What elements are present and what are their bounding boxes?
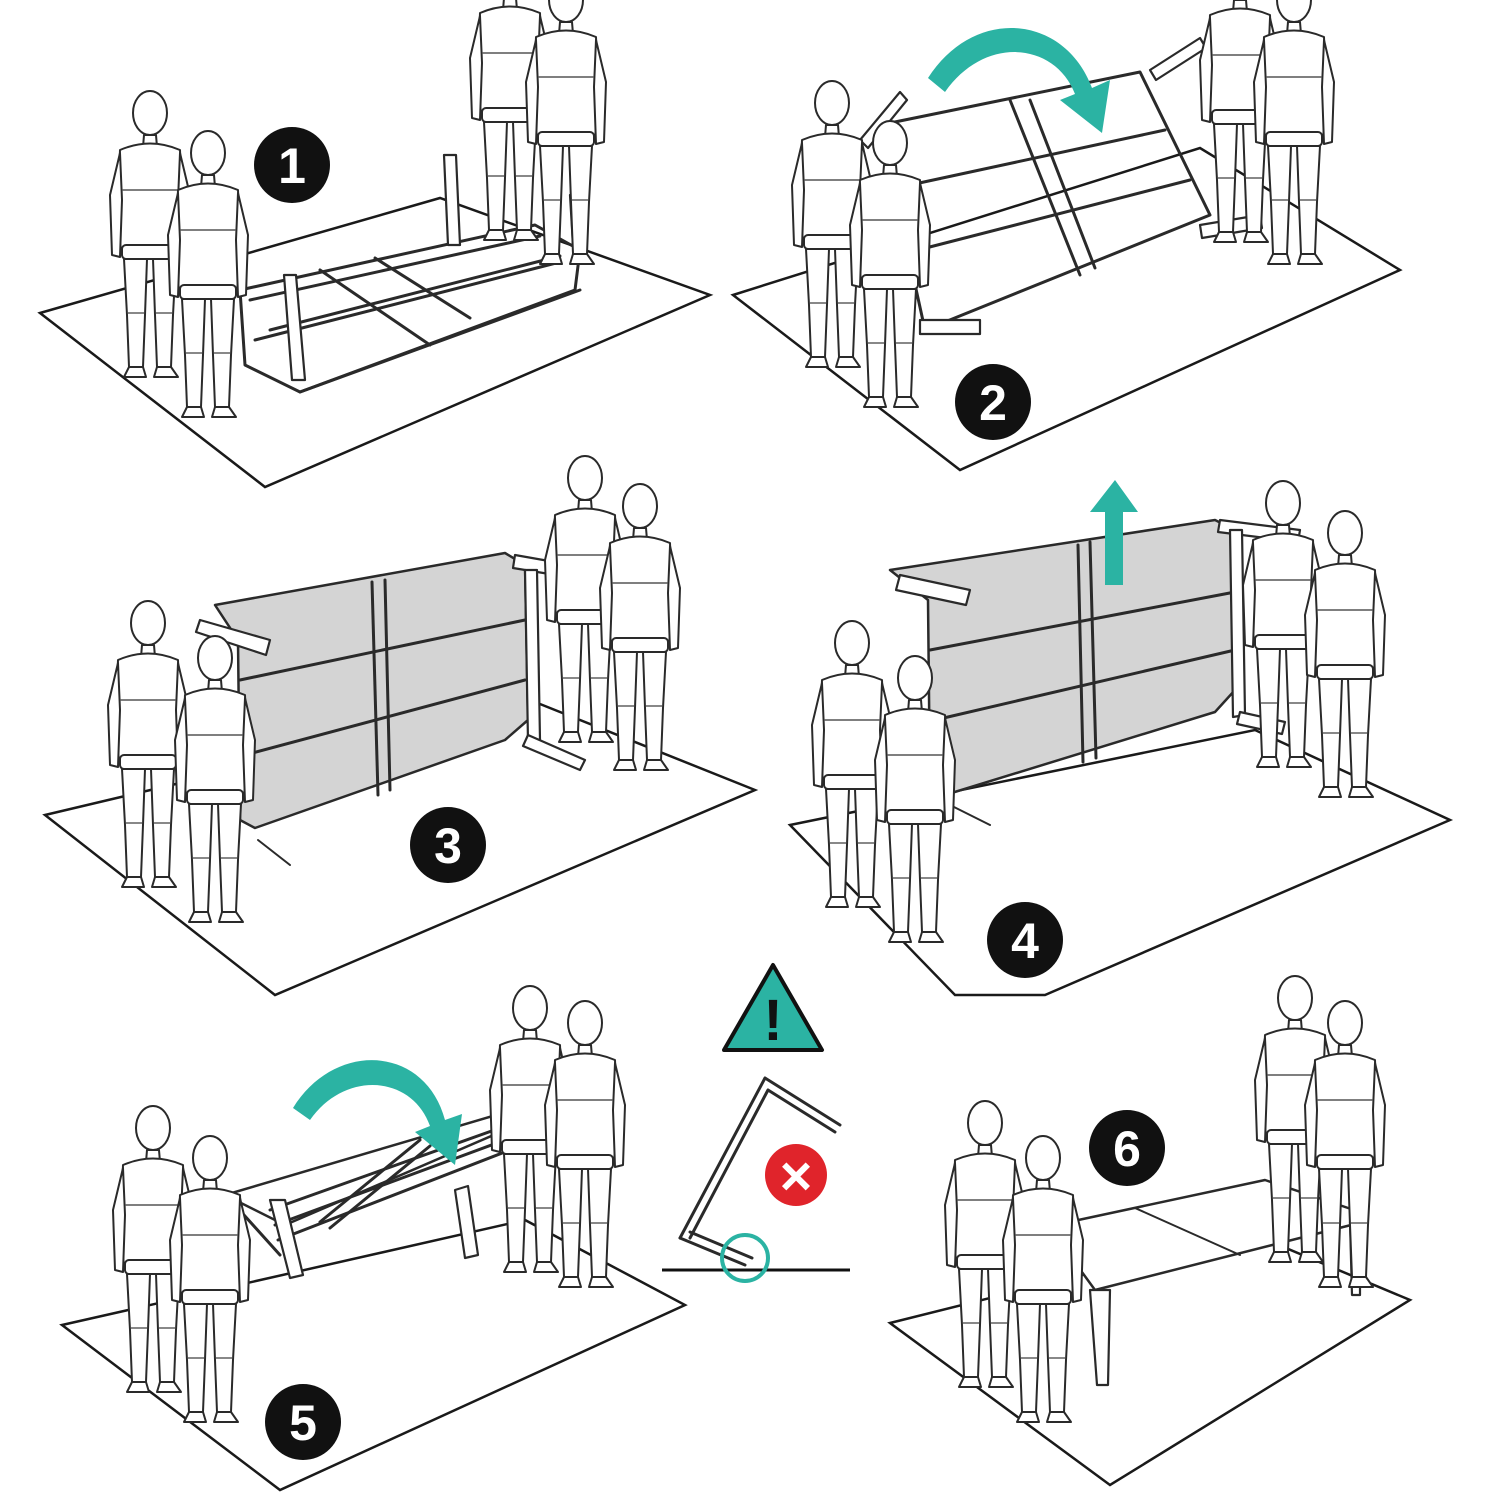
step-1-person-back-right [525,0,607,265]
step-4-panel: 4 [787,480,1454,997]
step-4-table-lifting [888,518,1302,826]
step-6-number: 6 [1113,1121,1141,1177]
step-5-panel: 5 [59,985,688,1492]
step-4-badge: 4 [987,902,1063,978]
step-4-number: 4 [1011,913,1039,969]
step-5-badge: 5 [265,1384,341,1460]
step-5-rotate-arrow-icon [293,1060,462,1165]
error-symbol: × [780,1144,813,1207]
step-6-panel: 6 [887,975,1413,1487]
warning-symbol: ! [763,988,782,1053]
step-2-badge: 2 [955,364,1031,440]
error-x-icon: × [765,1144,827,1207]
step-3-badge: 3 [410,807,486,883]
highlight-circle-icon [720,1233,770,1283]
step-1-table-upside-down [238,153,588,394]
step-4-floor [787,728,1454,997]
step-3-panel: 3 [42,455,759,997]
step-3-number: 3 [434,818,462,874]
step-5-number: 5 [289,1395,317,1451]
step-6-badge: 6 [1089,1110,1165,1186]
warning-leg-diagram [662,1076,850,1272]
step-1-number: 1 [278,138,306,194]
step-4-person-back-right [1304,510,1386,798]
step-1-badge: 1 [254,127,330,203]
step-2-number: 2 [979,375,1007,431]
step-1-panel: 1 [37,0,714,489]
warning-section: ! × [662,963,850,1283]
step-2-panel: 2 [730,0,1403,472]
step-2-rotate-arrow-icon [928,27,1110,134]
warning-triangle-icon: ! [722,963,824,1053]
step-4-lift-arrow-icon [1090,480,1138,585]
